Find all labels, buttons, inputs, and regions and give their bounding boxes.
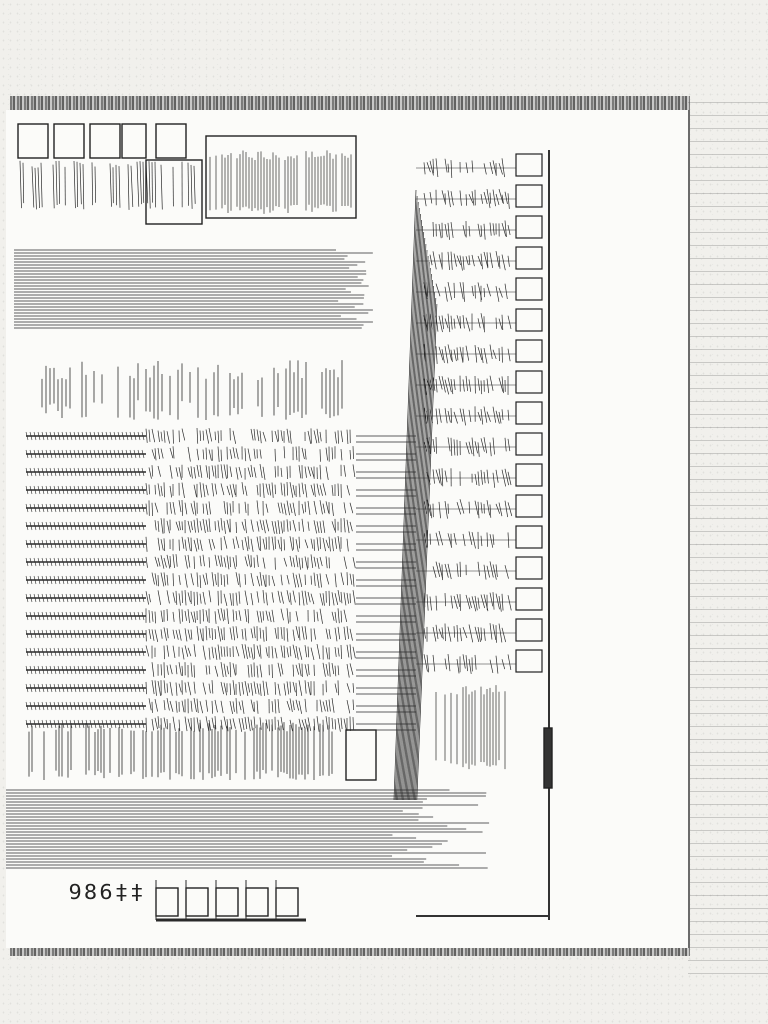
chip-layout-photo: 986‡‡	[6, 110, 690, 948]
circuit-layout-drawing	[6, 123, 553, 922]
scan-margin-noise	[688, 100, 768, 980]
circuit-layout	[6, 110, 556, 928]
plate-number-label: 986‡‡	[68, 880, 146, 904]
photo-top-edge	[10, 96, 690, 110]
